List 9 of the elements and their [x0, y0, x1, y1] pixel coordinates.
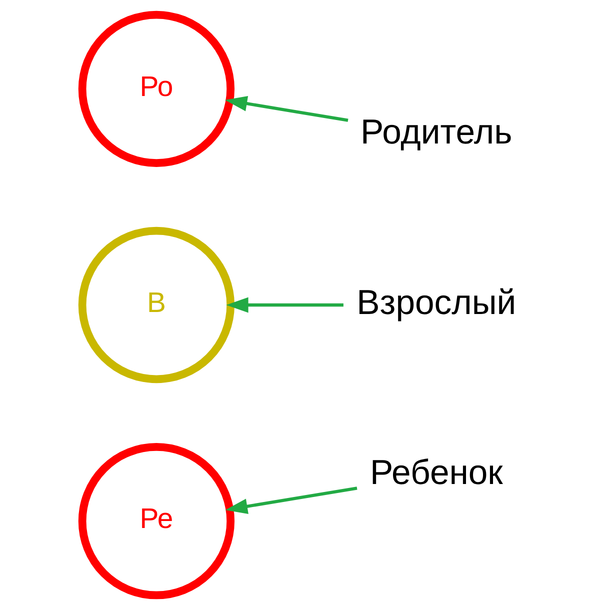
node-circle: Ро [78, 10, 234, 167]
arrow [226, 297, 343, 313]
node-text: Взрослый [356, 284, 516, 322]
node-circle: Ре [78, 443, 234, 600]
arrow [224, 96, 348, 122]
arrow [224, 486, 357, 514]
node-circle: В [78, 226, 234, 384]
node-text: Родитель [360, 113, 512, 152]
node-text: Ребенок [369, 454, 502, 492]
